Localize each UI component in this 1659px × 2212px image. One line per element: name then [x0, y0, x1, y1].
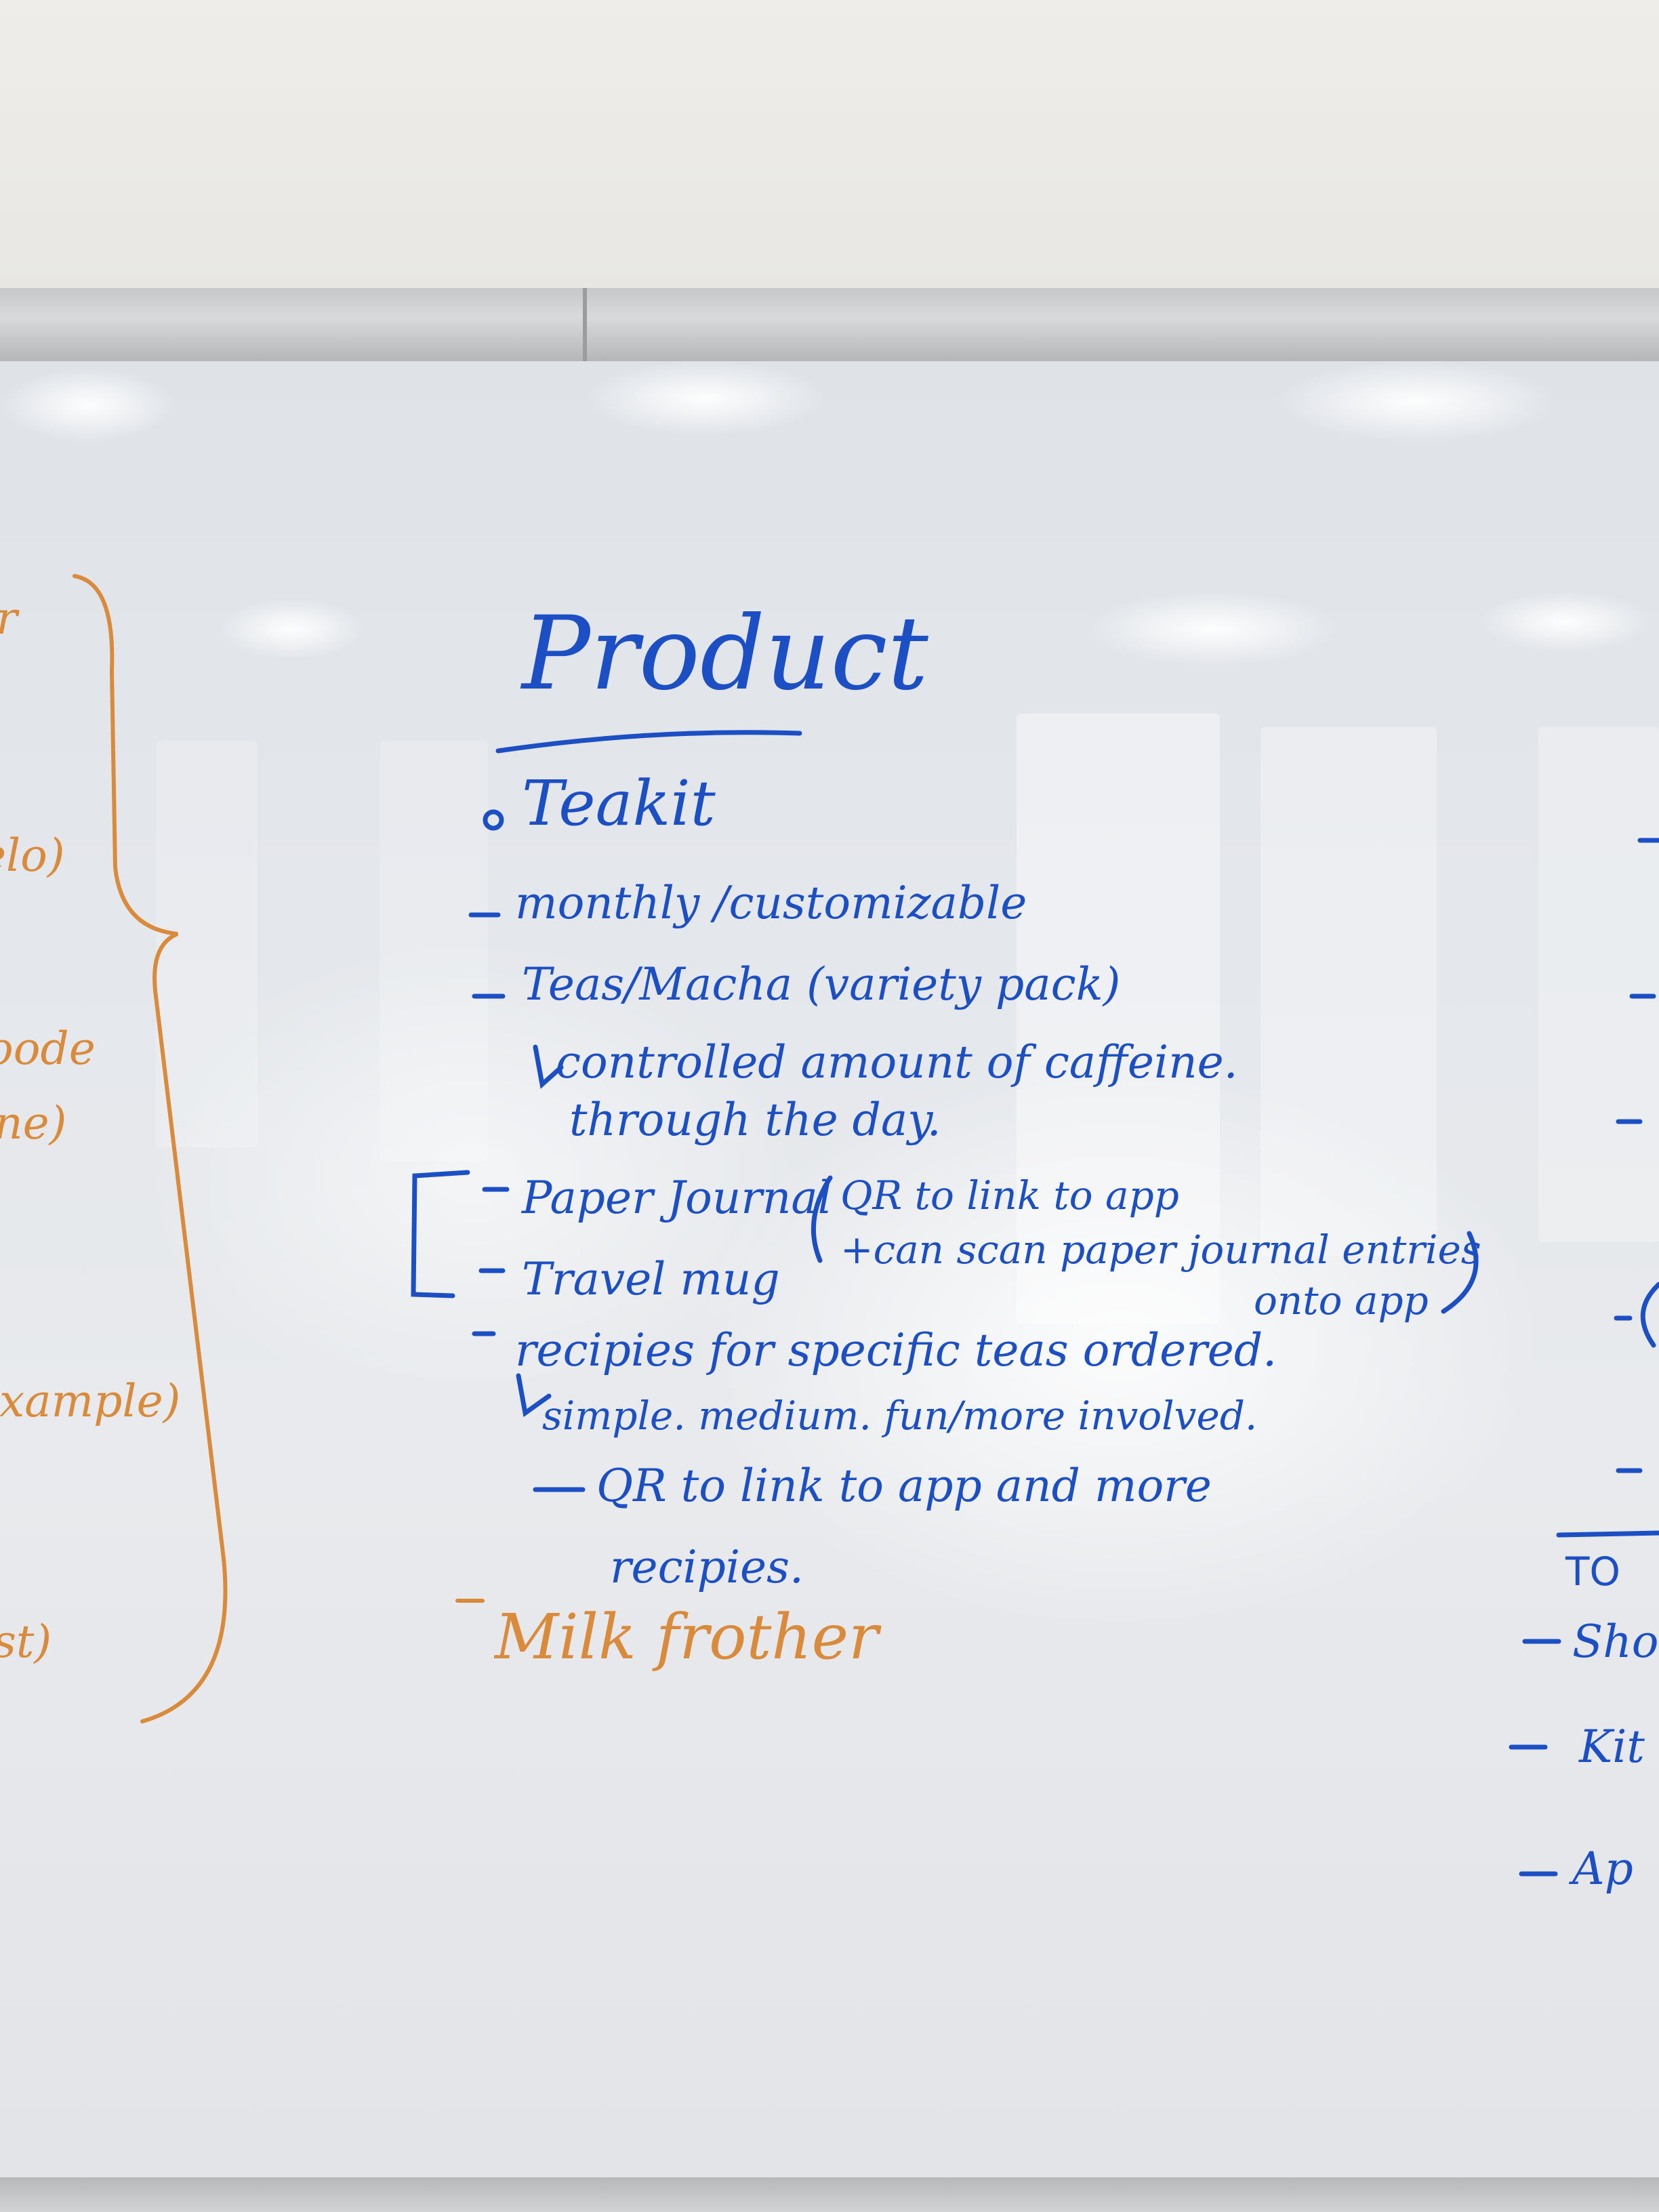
note-line: recipies. [610, 1541, 804, 1593]
left-fragment: elo) [0, 830, 65, 882]
note-line: Paper Journal [522, 1172, 832, 1224]
note-line: monthly /customizable [515, 877, 1027, 929]
ceiling-light-glare [1084, 592, 1342, 666]
note-line: Travel mug [522, 1253, 780, 1305]
whiteboard-frame-bottom [0, 2177, 1659, 2212]
right-fragment: TO [1565, 1549, 1621, 1595]
whiteboard-frame-top [0, 288, 1659, 364]
ceiling-light-glare [1274, 361, 1559, 443]
note-line: QR to link to app [840, 1172, 1179, 1218]
note-line: QR to link to app and more [596, 1460, 1212, 1512]
left-fragment: oode [0, 1023, 96, 1075]
note-line: through the day. [569, 1094, 941, 1146]
left-fragment: r [0, 596, 18, 641]
window-reflection [1017, 714, 1220, 1324]
right-fragment: Sho [1572, 1616, 1659, 1668]
note-line: +can scan paper journal entries [840, 1227, 1481, 1273]
note-line: onto app [1254, 1277, 1429, 1324]
note-line-orange: Milk frother [495, 1601, 879, 1673]
left-fragment: ine) [0, 1097, 67, 1149]
ceiling-light-glare [583, 361, 827, 436]
left-fragment: st) [0, 1616, 52, 1668]
note-line: controlled amount of caffeine. [556, 1036, 1238, 1088]
left-fragment: example) [0, 1375, 181, 1427]
note-line: recipies for specific teas ordered. [515, 1324, 1277, 1376]
window-reflection [1261, 727, 1437, 1256]
window-reflection [156, 741, 258, 1147]
window-reflection [1538, 727, 1659, 1242]
ceiling-light-glare [0, 368, 176, 443]
board-title: Product [522, 595, 928, 713]
note-line: Teas/Macha (variety pack) [522, 958, 1121, 1010]
ceiling-light-glare [1477, 592, 1654, 653]
board-subtitle: Teakit [522, 767, 716, 840]
window-reflection [380, 741, 488, 1161]
wall [0, 0, 1659, 291]
right-fragment: Kit [1579, 1721, 1645, 1773]
ceiling-light-glare [217, 598, 366, 659]
right-fragment: Ap [1572, 1843, 1633, 1895]
note-line: simple. medium. fun/more involved. [542, 1393, 1258, 1439]
frame-seam [583, 288, 587, 361]
